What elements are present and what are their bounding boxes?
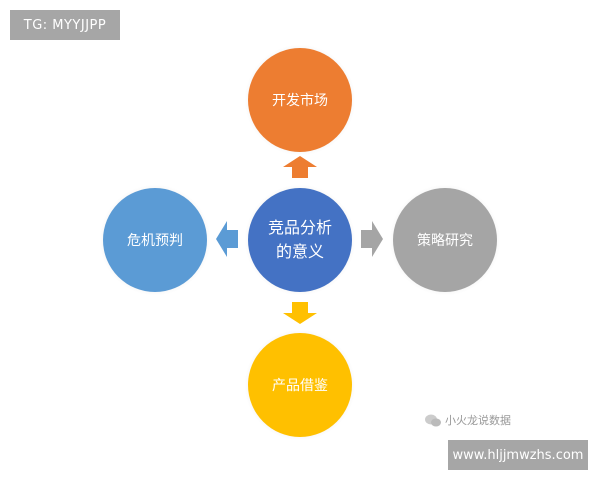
node-crisis-prediction: 危机预判 (103, 188, 207, 292)
node-center: 竞品分析的意义 (248, 188, 352, 292)
tg-label: TG: MYYJJPP (10, 10, 120, 40)
wechat-icon (425, 414, 441, 426)
watermark-text: 小火龙说数据 (445, 414, 511, 427)
arrow-left-icon (216, 221, 238, 257)
node-strategy-research: 策略研究 (393, 188, 497, 292)
node-label: 危机预判 (127, 233, 183, 249)
node-product-reference: 产品借鉴 (248, 333, 352, 437)
arrow-right-icon (361, 221, 383, 257)
node-develop-market: 开发市场 (248, 48, 352, 152)
url-label: www.hljjmwzhs.com (448, 440, 588, 470)
node-label: 产品借鉴 (272, 378, 328, 394)
watermark: 小火龙说数据 (425, 412, 511, 428)
center-line2: 的意义 (275, 242, 324, 261)
arrow-up-icon (283, 156, 317, 178)
node-label: 开发市场 (272, 93, 328, 109)
arrow-down-icon (283, 302, 317, 324)
node-label: 策略研究 (417, 233, 473, 249)
center-line1: 竞品分析 (267, 218, 332, 237)
